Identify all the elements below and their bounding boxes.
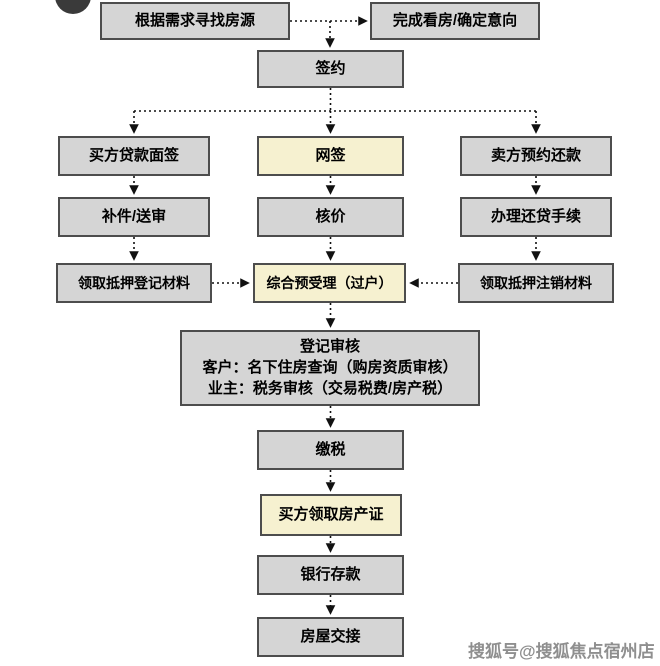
node-confirm-intent: 完成看房/确定意向 — [370, 2, 540, 40]
registration-review-line2: 业主：税务审核（交易税费/房产税） — [207, 380, 453, 397]
node-supplement-review: 补件/送审 — [58, 197, 210, 237]
node-find-house: 根据需求寻找房源 — [100, 2, 290, 40]
node-mortgage-registration-materials: 领取抵押登记材料 — [56, 263, 212, 303]
node-comprehensive-acceptance: 综合预受理（过户） — [253, 263, 406, 303]
registration-review-line1: 客户：名下住房查询（购房资质审核） — [202, 359, 458, 376]
node-price-verification: 核价 — [257, 197, 404, 237]
node-bank-deposit: 银行存款 — [257, 555, 404, 595]
node-house-handover: 房屋交接 — [257, 617, 404, 657]
node-buyer-loan-interview: 买方贷款面签 — [58, 136, 210, 176]
node-loan-repayment-procedure: 办理还贷手续 — [460, 197, 612, 237]
watermark-text: 搜狐号@搜狐焦点宿州店 — [468, 642, 655, 661]
logo-dot — [55, 0, 91, 14]
node-buyer-get-certificate: 买方领取房产证 — [260, 494, 402, 536]
node-seller-repayment-appointment: 卖方预约还款 — [460, 136, 612, 176]
registration-review-title: 登记审核 — [299, 338, 360, 355]
node-mortgage-cancellation-materials: 领取抵押注销材料 — [458, 263, 614, 303]
node-online-sign: 网签 — [257, 136, 404, 176]
node-sign-contract: 签约 — [257, 50, 404, 88]
node-pay-tax: 缴税 — [257, 430, 404, 470]
node-registration-review: 登记审核 客户：名下住房查询（购房资质审核） 业主：税务审核（交易税费/房产税） — [180, 330, 480, 406]
